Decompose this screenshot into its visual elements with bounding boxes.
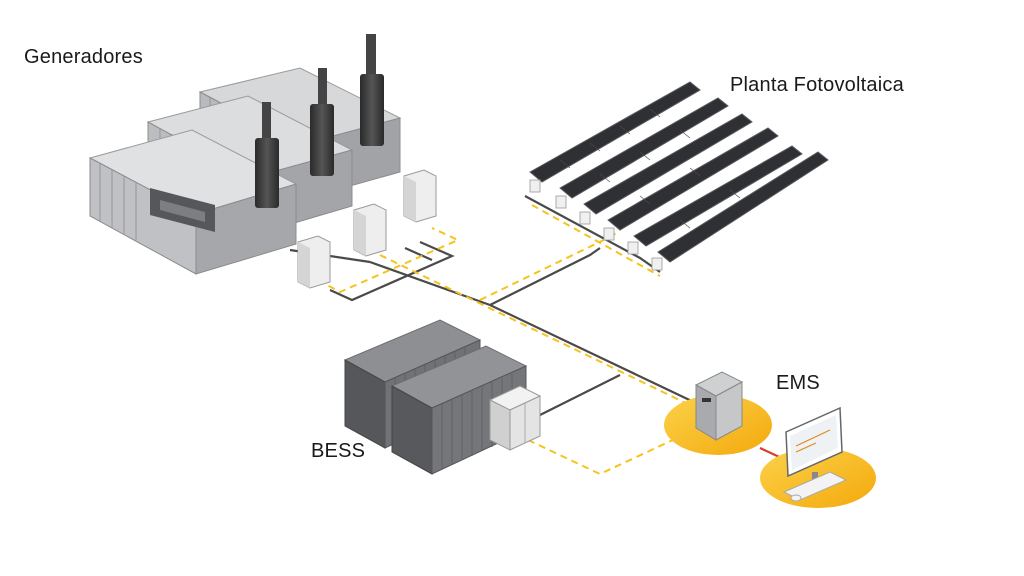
- solar-panel-array-icon: [529, 81, 829, 271]
- pv-plant-label: Planta Fotovoltaica: [730, 74, 904, 96]
- generator-cabinets: [297, 169, 437, 289]
- monitor-workstation-icon: [760, 406, 876, 508]
- battery-container-icon: [343, 319, 542, 475]
- bess-label: BESS: [311, 440, 366, 462]
- bess-cabinet: [488, 385, 542, 451]
- generator-containers-icon: [88, 34, 437, 289]
- ems-label: EMS: [776, 372, 820, 394]
- ems-controller-icon: [664, 371, 772, 455]
- power-lines: [289, 195, 701, 416]
- battery-container: [390, 345, 528, 475]
- exhaust-stacks: [255, 34, 384, 208]
- generators-label: Generadores: [24, 46, 143, 68]
